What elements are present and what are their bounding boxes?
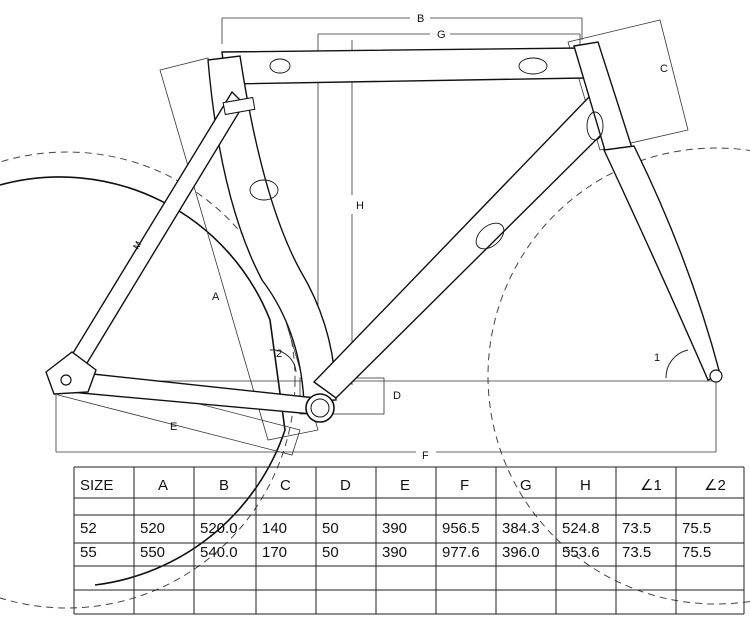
downtube-mark: M [131,240,143,251]
table-size-cell: 55 [80,544,97,561]
front-wheel [487,147,750,605]
dim-label-g: G [437,29,446,41]
table-value-cell: 540.0 [200,544,238,561]
table-value-cell: 384.3 [502,520,540,537]
table-value-cell: 390 [382,544,407,561]
table-value-cell: 50 [322,544,339,561]
fork [602,145,721,381]
geometry-table: SIZE A B C D E F G H ∠1 ∠2 52 520 520.0 140 50 390 956.5 3… [73,466,745,615]
top-tube [221,47,585,85]
table-value-cell: 140 [262,520,287,537]
angle-label-1: 1 [654,352,660,364]
front-axle [709,369,723,383]
dim-label-h: H [356,200,364,212]
table-value-cell: 396.0 [502,544,540,561]
dimension-letters: B G H C A D E F 2 1 [170,13,668,462]
table-header-cell: SIZE [80,477,113,494]
table-value-cell: 73.5 [622,544,651,561]
angle-label-2: 2 [276,348,282,360]
table-value-cell: 520.0 [200,520,238,537]
table-value-cell: 956.5 [442,520,480,537]
table-value-cell: 75.5 [682,520,711,537]
dim-label-d: D [393,390,401,402]
table-header-cell: F [460,477,469,494]
table-size-cell: 52 [80,520,97,537]
table-value-cell: 75.5 [682,544,711,561]
down-tube [312,94,607,399]
bottom-bracket [305,393,335,423]
rear-wheel [0,151,296,609]
table-header-cell: D [340,477,351,494]
frame: M [45,41,723,423]
table-value-cell: 170 [262,544,287,561]
table-header-cell: C [280,477,291,494]
table-header-cell: B [219,477,229,494]
dim-label-e: E [170,421,177,433]
dim-label-a: A [212,291,220,303]
table-header-cell: G [520,477,532,494]
dim-label-f: F [422,450,429,462]
angle-markers [269,349,689,379]
table-header-cell: A [158,477,168,494]
dim-label-c: C [660,63,668,75]
table-value-cell: 73.5 [622,520,651,537]
seat-stay [69,90,245,370]
table-header-cell: ∠1 [640,477,662,494]
table-header-cell: ∠2 [704,477,726,494]
table-value-cell: 524.8 [562,520,600,537]
table-header-cell: E [400,477,410,494]
table-value-cell: 977.6 [442,544,480,561]
table-value-cell: 50 [322,520,339,537]
table-value-cell: 553.6 [562,544,600,561]
table-header-cell: H [580,477,591,494]
table-value-cell: 390 [382,520,407,537]
table-value-cell: 520 [140,520,165,537]
table-value-cell: 550 [140,544,165,561]
rear-dropout [45,351,97,395]
dim-label-b: B [417,13,424,25]
